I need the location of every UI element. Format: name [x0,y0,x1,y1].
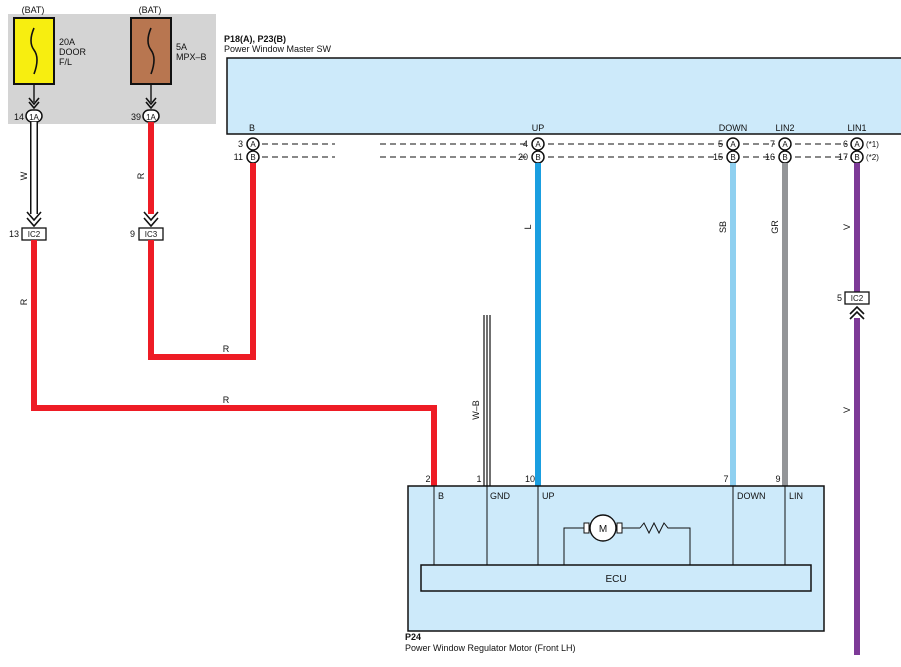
wire-color-label: R [223,344,230,354]
wire-color-label: L [523,224,533,229]
svg-text:B: B [535,153,540,162]
pin-number: 9 [775,474,780,484]
wire-color-label: W–B [471,400,481,420]
terminal-a [531,137,545,151]
terminal-label: UP [532,123,545,133]
fuse-icon [30,27,38,75]
pin-number: 14 [14,112,24,122]
wire-white-black [483,315,491,486]
terminal-label: DOWN [737,491,766,501]
terminal-a [246,137,260,151]
fuse-name-line2: F/L [59,57,72,67]
pin-number: 20 [518,152,528,162]
terminal-a [726,137,740,151]
pin-number: 7 [770,139,775,149]
wire-red [31,240,437,486]
svg-text:IC2: IC2 [28,230,41,239]
svg-text:A: A [535,140,541,149]
svg-text:B: B [854,153,859,162]
fuse-amps: 5A [176,42,187,52]
terminal-label: UP [542,491,555,501]
component-name: Power Window Regulator Motor (Front LH) [405,643,576,653]
arrow-down-icon [28,97,40,110]
svg-text:IC3: IC3 [145,230,158,239]
terminal-label: DOWN [719,123,748,133]
svg-text:B: B [250,153,255,162]
pin-number: 7 [723,474,728,484]
regulator-motor-box [407,485,825,632]
wire-color-label: R [223,395,230,405]
pin-number: 15 [713,152,723,162]
master-switch-box [226,57,901,135]
pin-number: 6 [843,139,848,149]
pin-number: 1 [476,474,481,484]
pin-number: 2 [425,474,430,484]
fuse-icon [147,27,155,75]
arrow-up-icon [849,305,865,320]
terminal-a [850,137,864,151]
arrow-down-icon [143,211,159,228]
ecu-label: ECU [605,574,626,585]
fuse-name: MPX–B [176,52,207,62]
svg-text:B: B [730,153,735,162]
wire-color-label: SB [718,221,728,233]
motor-icon: M [563,514,640,565]
pin-number: 13 [9,229,19,239]
wire-red [148,163,256,360]
terminal-label: LIN1 [847,123,866,133]
terminal-label: B [249,123,255,133]
pin-number: 3 [238,139,243,149]
fuse-supply-label: (BAT) [139,5,162,15]
svg-text:A: A [250,140,256,149]
component-code: P24 [405,632,421,642]
wire-color-label: R [136,172,146,179]
wire-color-label: V [842,407,852,413]
connector-ic2 [844,291,870,305]
svg-text:1A: 1A [29,113,39,122]
component-code: P18(A), P23(B) [224,34,286,44]
component-name: Power Window Master SW [224,44,332,54]
svg-text:A: A [854,140,860,149]
terminal-label: B [438,491,444,501]
wire-color-label: W [19,171,29,180]
wire-color-label: V [842,224,852,230]
pin-number: 10 [525,474,535,484]
svg-text:A: A [730,140,736,149]
svg-text:M: M [599,524,607,535]
arrow-down-icon [145,97,157,110]
pin-number: 16 [765,152,775,162]
svg-text:1A: 1A [146,113,156,122]
svg-text:A: A [782,140,788,149]
wire-color-label: GR [770,220,780,234]
note-label: (*1) [866,140,879,149]
fuse-supply-label: (BAT) [22,5,45,15]
terminal-label: LIN2 [775,123,794,133]
pin-number: 11 [234,152,243,162]
pin-number: 5 [718,139,723,149]
ecu-box [420,564,812,592]
terminal-label: GND [490,491,511,501]
pin-number: 5 [837,293,842,303]
fuse-amps: 20A [59,37,75,47]
svg-text:B: B [782,153,787,162]
pin-number: 17 [838,152,848,162]
arrow-down-icon [26,211,42,228]
pin-number: 9 [130,229,135,239]
fuse-name: DOOR [59,47,87,57]
terminal-label: LIN [789,491,803,501]
svg-text:IC2: IC2 [851,294,864,303]
resistor-icon [639,521,691,565]
note-label: (*2) [866,153,879,162]
wire-color-label: R [19,298,29,305]
pin-number: 39 [131,112,141,122]
terminal-a [778,137,792,151]
pin-number: 4 [523,139,528,149]
